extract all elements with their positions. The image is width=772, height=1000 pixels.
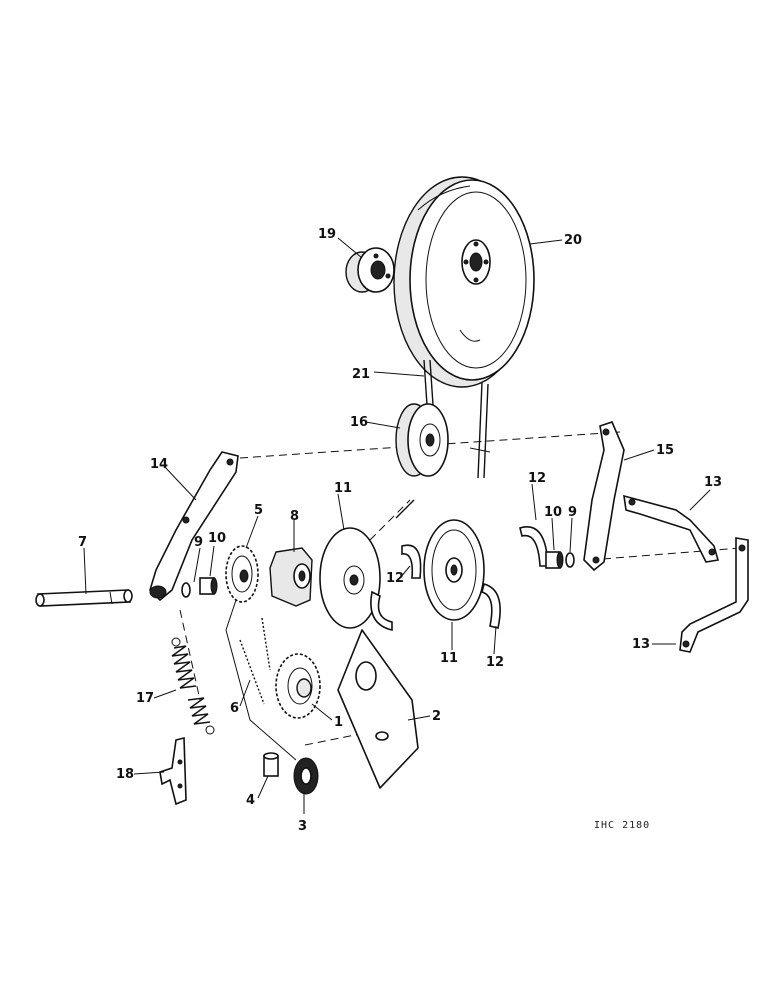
idler-pulley-16 bbox=[395, 403, 449, 477]
shaft-7 bbox=[35, 589, 133, 607]
label-21: 21 bbox=[352, 367, 370, 382]
half-ring-12-b bbox=[370, 590, 393, 632]
half-ring-12-c bbox=[481, 583, 501, 629]
label-14: 14 bbox=[150, 457, 168, 472]
drawing-code: IHC 2180 bbox=[594, 820, 650, 831]
chain-6 bbox=[225, 599, 297, 761]
label-3: 3 bbox=[298, 819, 307, 834]
label-11-right: 11 bbox=[440, 651, 458, 666]
label-9-left: 9 bbox=[194, 535, 203, 550]
washer-9-right bbox=[565, 552, 575, 568]
arm-15 bbox=[583, 421, 625, 572]
plate-2 bbox=[337, 629, 419, 789]
label-12-mid: 12 bbox=[386, 571, 404, 586]
label-18: 18 bbox=[116, 767, 134, 782]
label-4: 4 bbox=[246, 793, 255, 808]
bracket-8 bbox=[269, 547, 313, 607]
label-20: 20 bbox=[564, 233, 582, 248]
sprocket-3 bbox=[293, 757, 319, 795]
label-2: 2 bbox=[432, 709, 441, 724]
sprocket-5 bbox=[225, 545, 259, 603]
bracket-13-upper bbox=[623, 494, 720, 563]
part-labels: 19 20 21 16 14 15 13 7 9 10 5 8 11 12 10… bbox=[78, 227, 722, 834]
bushing-10-left bbox=[199, 577, 218, 595]
label-5: 5 bbox=[254, 503, 263, 518]
washer-9-left bbox=[181, 582, 191, 598]
half-ring-12-d bbox=[519, 526, 549, 567]
label-8: 8 bbox=[290, 509, 299, 524]
label-10-right: 10 bbox=[544, 505, 562, 520]
disc-11-left bbox=[319, 527, 381, 629]
disc-11-right bbox=[423, 519, 485, 621]
alignment-lines bbox=[179, 431, 741, 746]
sprocket-1 bbox=[275, 653, 321, 719]
label-12-bottom: 12 bbox=[486, 655, 504, 670]
idler-arm-14 bbox=[149, 451, 239, 602]
label-17: 17 bbox=[136, 691, 154, 706]
pin bbox=[395, 499, 415, 519]
clip-18 bbox=[159, 736, 187, 806]
bushing-4 bbox=[263, 752, 279, 777]
label-11-left: 11 bbox=[334, 481, 352, 496]
label-10-left: 10 bbox=[208, 531, 226, 546]
spring-17 bbox=[171, 637, 215, 735]
hub-19 bbox=[345, 247, 395, 293]
pulley-20 bbox=[393, 176, 535, 388]
label-12-right-top: 12 bbox=[528, 471, 546, 486]
label-9-right: 9 bbox=[568, 505, 577, 520]
label-7: 7 bbox=[78, 535, 87, 550]
label-1: 1 bbox=[334, 715, 343, 730]
label-6: 6 bbox=[230, 701, 239, 716]
label-13-upper: 13 bbox=[704, 475, 722, 490]
label-13-lower: 13 bbox=[632, 637, 650, 652]
label-16: 16 bbox=[350, 415, 368, 430]
half-ring-12-a bbox=[401, 544, 422, 579]
label-19: 19 bbox=[318, 227, 336, 242]
bracket-13-lower bbox=[679, 537, 749, 653]
label-15: 15 bbox=[656, 443, 674, 458]
bushing-10-right bbox=[545, 551, 564, 569]
leader-lines bbox=[83, 237, 711, 814]
